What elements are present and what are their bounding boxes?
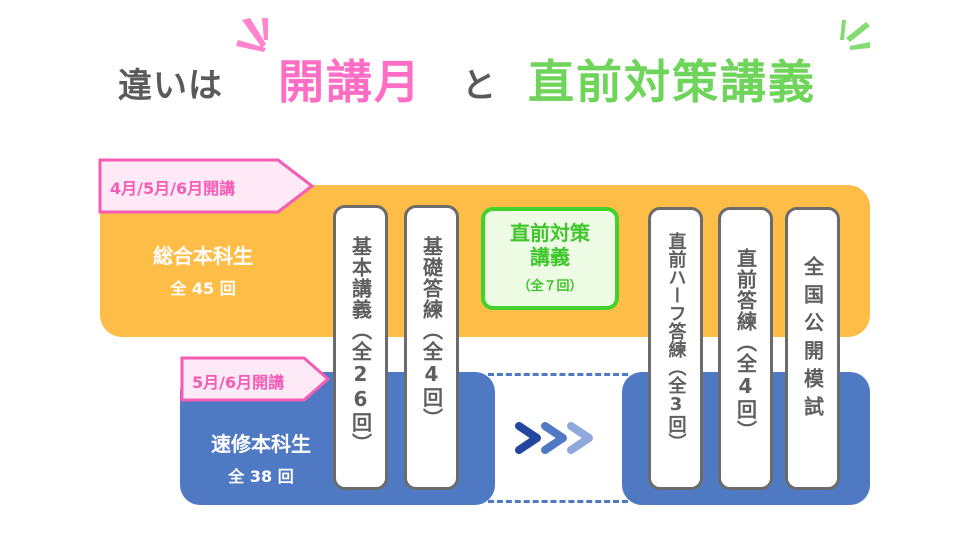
lecture-basic: 基本講義（全26回）: [333, 205, 388, 490]
national-mock-exam: 全国公開模試: [785, 207, 840, 490]
triple-chevron-right-icon: [515, 422, 593, 454]
course-intensive: 速修本科生 全 38 回: [186, 428, 336, 487]
special-line1: 直前対策: [510, 221, 590, 245]
lecture-label: 直前ハーフ答練（全3回）: [665, 232, 687, 451]
lecture-final-practice: 直前答練（全4回）: [718, 207, 773, 490]
emphasis-burst-icon: [840, 20, 870, 50]
special-line2: 講義: [530, 245, 570, 269]
opening-month-tag-comprehensive: 4月/5月/6月開講: [98, 158, 316, 214]
lecture-foundation-practice: 基礎答練（全4回）: [404, 205, 459, 490]
lecture-label: 全国公開模試: [800, 256, 825, 424]
dashed-connector-bottom: [488, 500, 628, 503]
course-count: 全 38 回: [228, 467, 294, 486]
title-highlight-final-lectures: 直前対策講義: [528, 55, 816, 109]
special-count: （全７回）: [517, 279, 583, 294]
title-prefix: 違いは: [118, 66, 223, 106]
emphasis-burst-icon: [236, 18, 268, 52]
title-conjunction: と: [462, 66, 496, 106]
tag-label: 5月/6月開講: [192, 373, 285, 392]
course-comprehensive: 総合本科生 全 45 回: [128, 240, 278, 299]
lecture-label: 基本講義（全26回）: [348, 236, 373, 454]
lecture-final-half-practice: 直前ハーフ答練（全3回）: [648, 207, 703, 490]
lecture-label: 直前答練（全4回）: [733, 248, 758, 441]
course-count: 全 45 回: [170, 279, 236, 298]
course-name: 速修本科生: [211, 432, 311, 456]
title-highlight-opening-month: 開講月: [278, 55, 422, 109]
dashed-connector-top: [488, 373, 628, 376]
course-name: 総合本科生: [153, 244, 253, 268]
lecture-label: 基礎答練（全4回）: [419, 236, 444, 429]
tag-label: 4月/5月/6月開講: [110, 179, 236, 198]
final-preparation-lecture-box: 直前対策 講義 （全７回）: [481, 207, 619, 310]
opening-month-tag-intensive: 5月/6月開講: [180, 356, 332, 402]
